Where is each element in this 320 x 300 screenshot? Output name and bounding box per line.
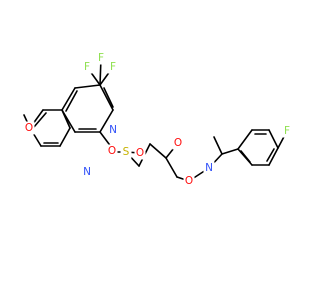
bond-line [266, 148, 275, 162]
atom-labels: F F F O N N S O O O O N F [23, 51, 293, 188]
bond-line [240, 150, 251, 163]
atom-label-background [95, 51, 107, 65]
bond-line [99, 84, 114, 111]
chemical-structure-diagram: F F F O N N S O O O O N F [23, 51, 293, 188]
bond-line [268, 147, 279, 166]
atom-label-background [106, 144, 118, 158]
atom-label-fluorine-aryl: F [284, 125, 290, 137]
bond-line [149, 143, 167, 159]
bond-line [33, 112, 47, 128]
atom-label-background [203, 161, 215, 175]
bond-line [74, 84, 101, 89]
atom-label-background [81, 60, 93, 74]
atom-label-background [81, 165, 93, 179]
atom-label-oxygen-carbonyl: O [174, 137, 182, 149]
atom-label-oxygen-sulfonyl: O [136, 147, 144, 159]
atom-label-nitrogen-ring: N [109, 124, 117, 136]
atom-label-fluorine: F [84, 61, 90, 73]
bond-line [103, 87, 114, 108]
bond-line [213, 136, 223, 155]
atom-label-nitrogen-oxime: N [205, 162, 213, 174]
atom-label-background [134, 146, 146, 160]
atom-label-fluorine: F [98, 52, 104, 64]
atom-label-oxygen-ester: O [185, 175, 193, 187]
bond-line [221, 148, 239, 155]
bond-line [61, 87, 76, 111]
bond-line [165, 157, 178, 178]
bond-line [61, 109, 71, 129]
atom-label-background [107, 60, 119, 74]
bond-line [99, 109, 114, 133]
atom-label-background [172, 136, 184, 150]
atom-label-background [107, 123, 119, 137]
atom-label-nitrogen-ring: N [83, 166, 91, 178]
atom-label-background [120, 145, 132, 159]
atom-label-oxygen-sulfonyl: O [108, 145, 116, 157]
atom-label-background [183, 174, 195, 188]
bond-lines [23, 57, 288, 182]
bond-line [237, 129, 253, 150]
atom-label-sulfur: S [123, 146, 130, 158]
atom-label-background [281, 124, 293, 138]
bond-line [268, 129, 279, 149]
bond-line [59, 127, 71, 147]
bond-line [65, 90, 78, 112]
atom-label-fluorine: F [110, 61, 116, 73]
atom-label-oxygen-methoxy: O [25, 122, 33, 134]
atom-label-background [23, 121, 35, 135]
